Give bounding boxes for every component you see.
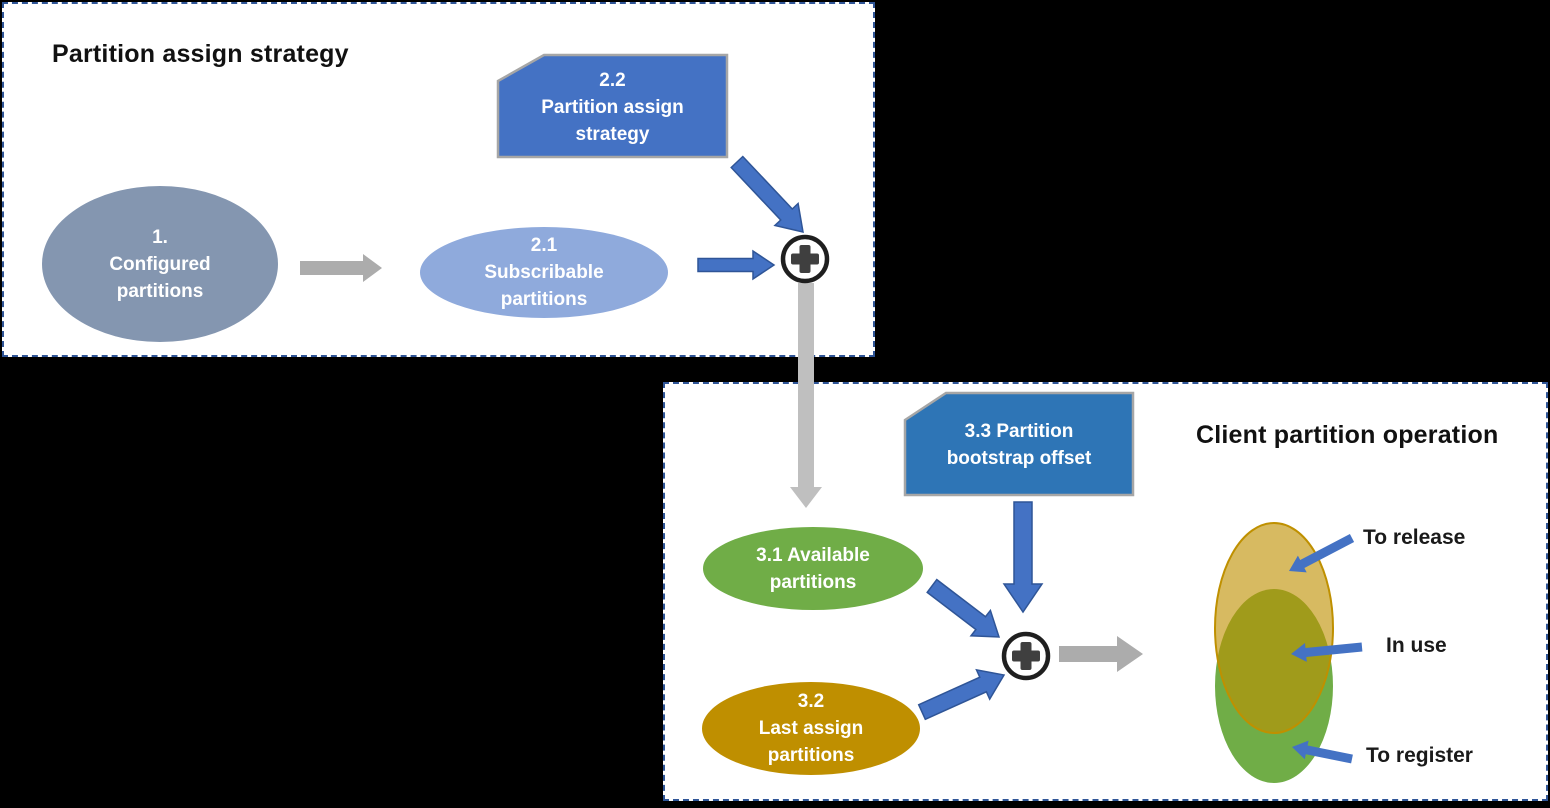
subscribable-line3: partitions [500, 289, 588, 310]
to-release-label: To release [1363, 526, 1466, 549]
strategy-flag-line3: strategy [575, 123, 650, 145]
lastassign-line2: Last assign [758, 718, 864, 739]
available-line2: partitions [769, 571, 857, 593]
bootstrap-flag-line1: 3.3 Partition [964, 421, 1074, 442]
subscribable-partitions-ellipse: 2.1 Subscribable partitions [420, 227, 668, 318]
bootstrap-flag-label: 3.3 Partition bootstrap offset [905, 395, 1133, 495]
in-use-label: In use [1386, 634, 1447, 657]
last-assign-partitions-ellipse: 3.2 Last assign partitions [702, 682, 920, 775]
strategy-flag-label: 2.2 Partition assign strategy [498, 57, 727, 157]
panel1-title: Partition assign strategy [52, 40, 349, 68]
configured-line1: 1. [152, 226, 168, 248]
available-partitions-ellipse: 3.1 Available partitions [703, 527, 923, 610]
subscribable-line1: 2.1 [530, 235, 558, 256]
strategy-flag-line1: 2.2 [599, 69, 626, 91]
to-register-label: To register [1366, 744, 1473, 767]
lastassign-line3: partitions [767, 745, 855, 766]
panel2-title: Client partition operation [1196, 421, 1499, 449]
subscribable-line2: Subscribable [484, 262, 604, 283]
lastassign-line1: 3.2 [797, 691, 825, 712]
available-line1: 3.1 Available [756, 544, 870, 566]
configured-line2: Configured [109, 253, 211, 275]
strategy-flag-line2: Partition assign [541, 96, 684, 118]
bootstrap-flag-line2: bootstrap offset [946, 448, 1092, 469]
configured-partitions-ellipse: 1. Configured partitions [42, 186, 278, 342]
configured-line3: partitions [116, 280, 204, 302]
